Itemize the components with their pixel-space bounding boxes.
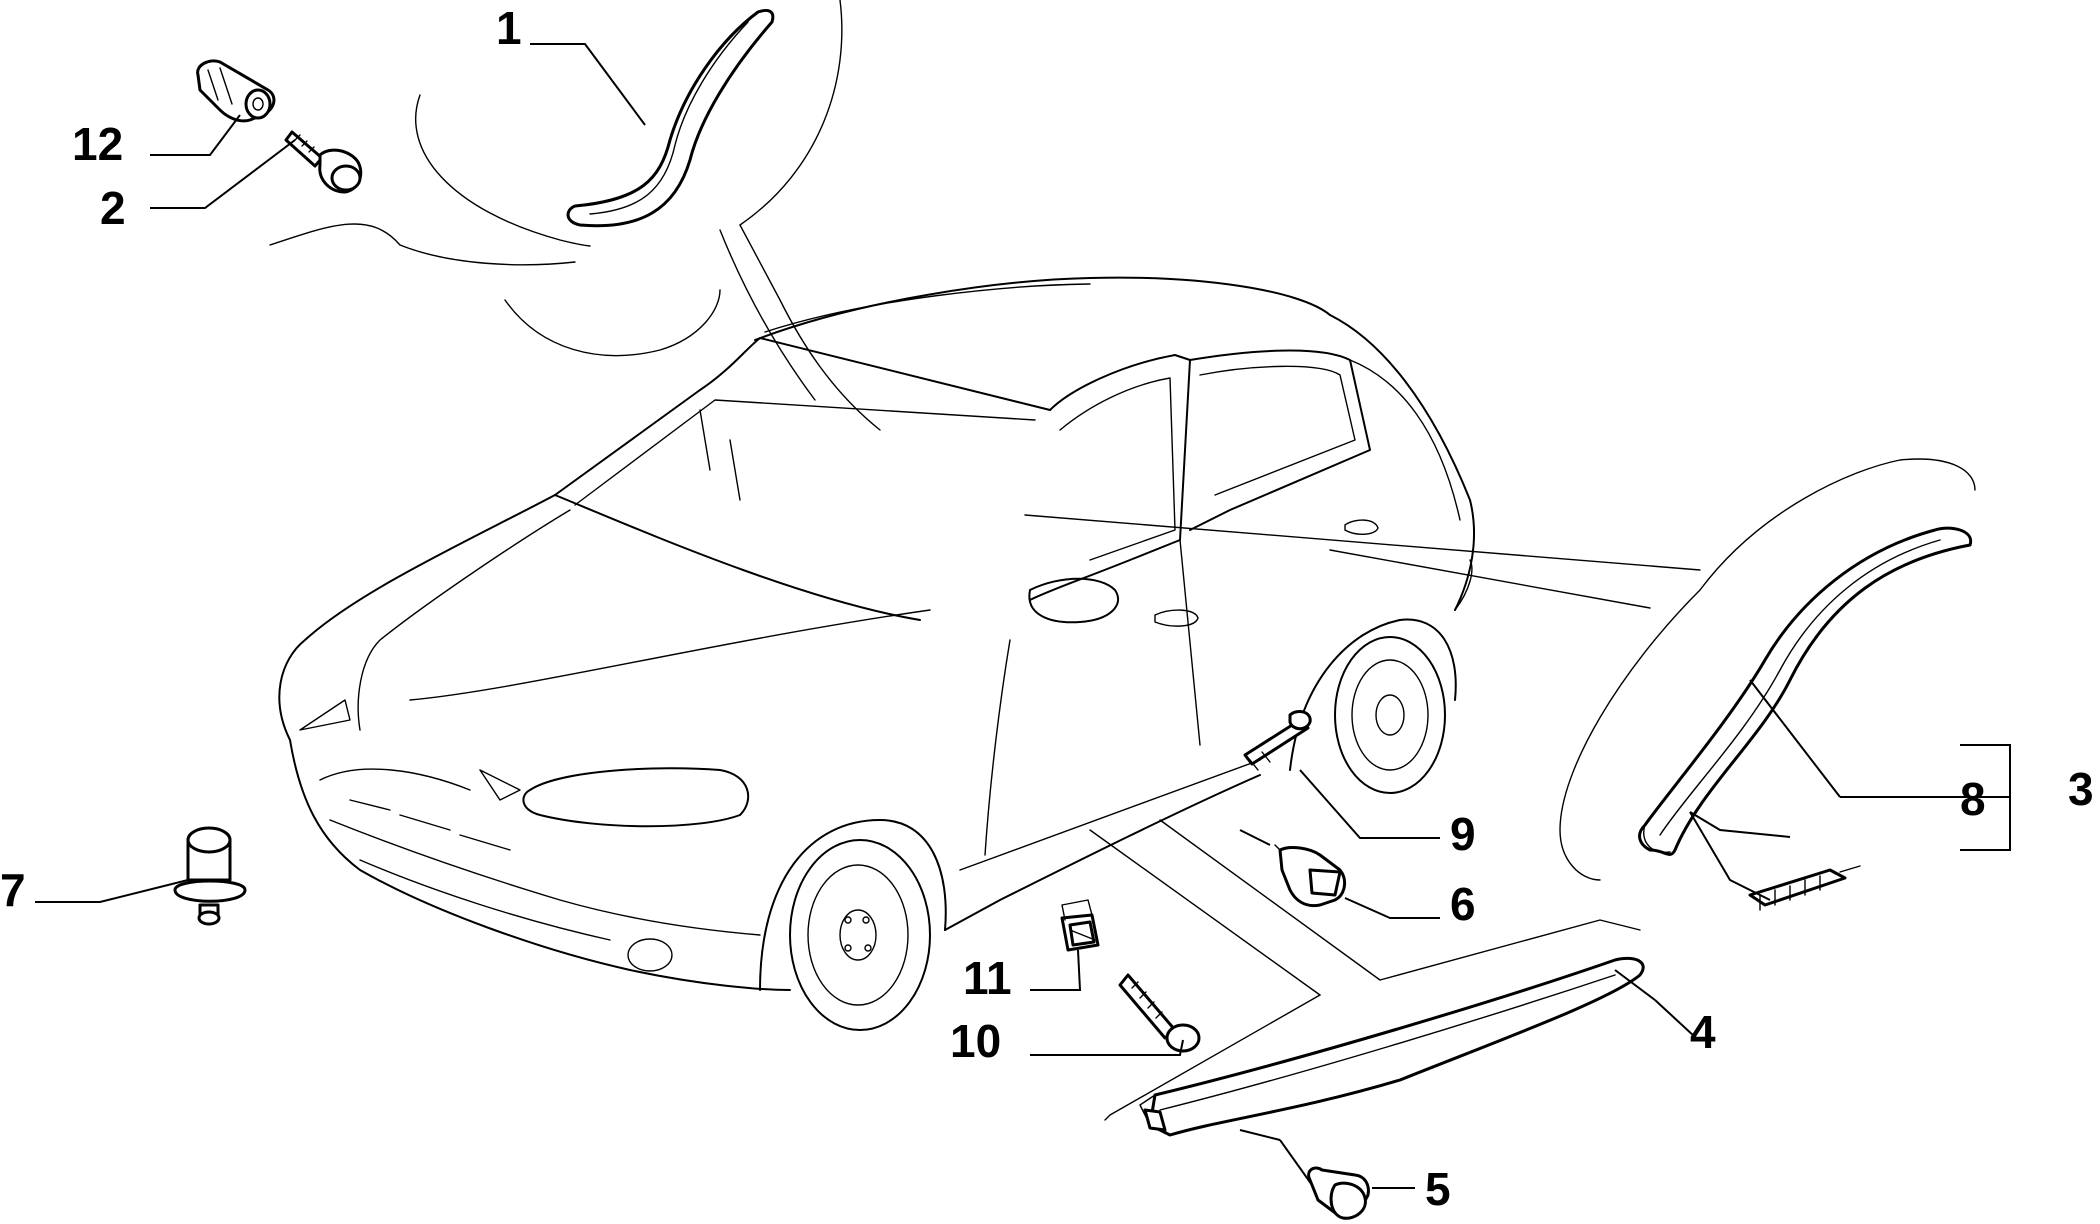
part-4-sill-trim	[1139, 956, 1645, 1137]
part-11-nut-clip	[1060, 899, 1100, 952]
part-6-grommet	[1274, 844, 1347, 908]
detail-callout-arcs-top	[269, 0, 881, 431]
part-3-wheel-arch-trim	[1638, 526, 1973, 856]
callout-label-4: 4	[1690, 1006, 1716, 1058]
callout-label-9: 9	[1450, 808, 1476, 860]
callout-label-11: 11	[963, 952, 1012, 1004]
callout-label-3: 3	[2068, 763, 2094, 815]
part-2-bolt	[284, 130, 363, 194]
callout-label-7: 7	[0, 864, 26, 916]
callout-label-12: 12	[72, 118, 123, 170]
part-8-clip	[1748, 865, 1861, 911]
callout-label-5: 5	[1425, 1163, 1451, 1215]
leader-lines	[35, 43, 2011, 1189]
part-10-screw	[1118, 973, 1201, 1053]
detail-callout-arcs-bottom	[1089, 819, 1641, 1121]
part-7-pushpin	[173, 826, 247, 926]
part-1-pillar-trim	[566, 8, 775, 228]
detail-callout-arcs-right	[1024, 458, 1976, 881]
callout-label-2: 2	[100, 182, 126, 234]
callout-label-10: 10	[950, 1015, 1001, 1067]
callout-label-1: 1	[496, 2, 522, 54]
part-9-door-check	[1243, 710, 1312, 771]
callout-label-8: 8	[1960, 773, 1986, 825]
part-5-clip	[1307, 1166, 1370, 1220]
callout-label-6: 6	[1450, 878, 1476, 930]
car-outline	[278, 276, 1476, 1031]
part-12-plug	[196, 59, 276, 123]
